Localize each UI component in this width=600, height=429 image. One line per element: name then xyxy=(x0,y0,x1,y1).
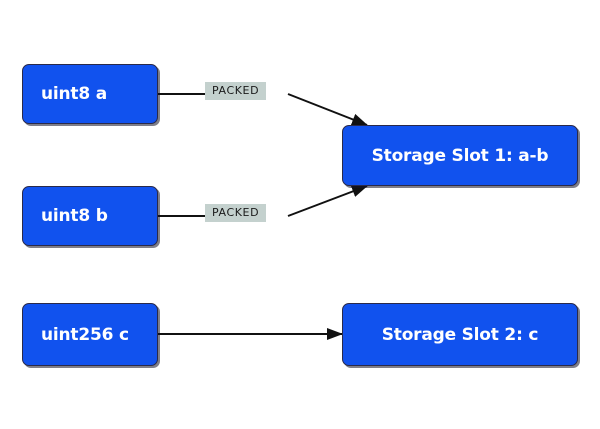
node-uint8-a[interactable]: uint8 a xyxy=(22,64,158,124)
node-label: uint8 b xyxy=(41,206,108,226)
node-label: uint256 c xyxy=(41,324,129,345)
node-storage-slot-2[interactable]: Storage Slot 2: c xyxy=(342,303,578,366)
edge-label-packed-a: PACKED xyxy=(205,82,267,100)
edge-packed-to-slot1-lower xyxy=(287,185,368,217)
node-storage-slot-1[interactable]: Storage Slot 1: a-b xyxy=(342,125,578,186)
node-uint8-b[interactable]: uint8 b xyxy=(22,186,158,246)
node-uint256-c[interactable]: uint256 c xyxy=(22,303,158,366)
edge-packed-to-slot1-upper xyxy=(287,93,368,126)
node-label: uint8 a xyxy=(41,84,107,104)
node-label: Storage Slot 2: c xyxy=(381,324,539,345)
node-label: Storage Slot 1: a-b xyxy=(371,145,549,166)
edge-label-packed-b: PACKED xyxy=(205,204,267,222)
